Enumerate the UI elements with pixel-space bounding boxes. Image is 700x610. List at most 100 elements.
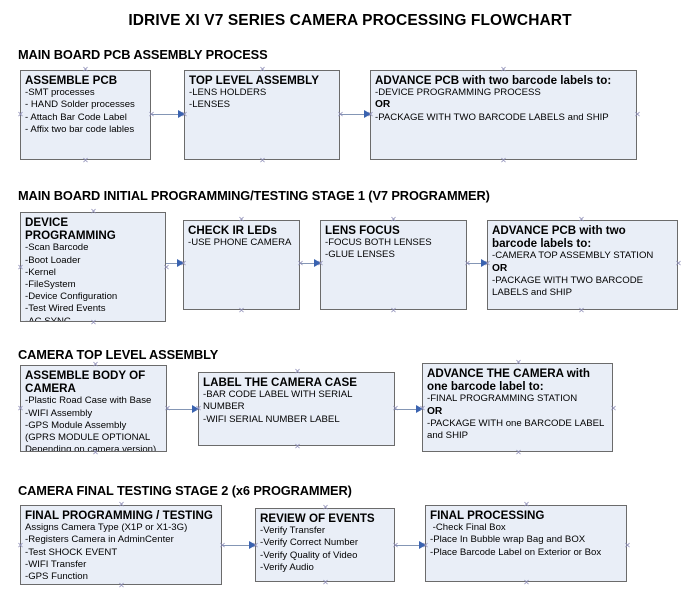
connection-handle-icon[interactable] bbox=[390, 307, 397, 314]
connection-handle-icon[interactable] bbox=[422, 542, 429, 549]
connection-handle-icon[interactable] bbox=[322, 579, 329, 586]
connection-handle-icon[interactable] bbox=[118, 501, 125, 508]
node-line: -BAR CODE LABEL WITH SERIAL NUMBER bbox=[203, 389, 355, 413]
connection-handle-icon[interactable] bbox=[390, 216, 397, 223]
flow-arrow-connector bbox=[222, 541, 256, 550]
connection-handle-icon[interactable] bbox=[392, 405, 399, 412]
process-node-review-of-events[interactable]: REVIEW OF EVENTS-Verify Transfer-Verify … bbox=[255, 508, 395, 582]
node-line: -Verify Quality of Video bbox=[260, 549, 358, 561]
process-node-top-level-assembly[interactable]: TOP LEVEL ASSEMBLY-LENS HOLDERS-LENSES bbox=[184, 70, 340, 160]
connection-handle-icon[interactable] bbox=[219, 542, 226, 549]
connection-handle-icon[interactable] bbox=[17, 264, 24, 271]
connection-handle-icon[interactable] bbox=[294, 368, 301, 375]
connection-handle-icon[interactable] bbox=[294, 443, 301, 450]
node-line: -WIFI Assembly bbox=[25, 407, 93, 419]
connection-handle-icon[interactable] bbox=[297, 260, 304, 267]
node-line: -SD Card Function bbox=[25, 583, 217, 584]
process-node-advance-pcb-with-two-barcode-labels-to[interactable]: ADVANCE PCB with two barcode labels to:-… bbox=[370, 70, 637, 160]
connection-handle-icon[interactable] bbox=[634, 111, 641, 118]
node-line: -GLUE LENSES bbox=[325, 249, 395, 261]
connection-handle-icon[interactable] bbox=[322, 504, 329, 511]
connection-handle-icon[interactable] bbox=[195, 405, 202, 412]
node-line: OR bbox=[375, 99, 391, 111]
connection-handle-icon[interactable] bbox=[82, 66, 89, 73]
connection-handle-icon[interactable] bbox=[17, 405, 24, 412]
flow-arrow-connector bbox=[151, 110, 185, 119]
connection-handle-icon[interactable] bbox=[367, 111, 374, 118]
connection-handle-icon[interactable] bbox=[523, 501, 530, 508]
connection-handle-icon[interactable] bbox=[92, 361, 99, 368]
node-line: -FINAL PROGRAMMING STATION bbox=[427, 393, 578, 405]
connection-handle-icon[interactable] bbox=[90, 319, 97, 326]
process-node-label-the-camera-case[interactable]: LABEL THE CAMERA CASE-BAR CODE LABEL WIT… bbox=[198, 372, 395, 446]
node-line: -Test Wired Events bbox=[25, 303, 106, 315]
process-node-lens-focus[interactable]: LENS FOCUS-FOCUS BOTH LENSES-GLUE LENSES bbox=[320, 220, 467, 310]
connection-handle-icon[interactable] bbox=[180, 260, 187, 267]
connection-handle-icon[interactable] bbox=[675, 260, 682, 267]
connection-handle-icon[interactable] bbox=[500, 66, 507, 73]
node-line: -Check Final Box bbox=[430, 522, 506, 534]
connection-handle-icon[interactable] bbox=[181, 111, 188, 118]
node-title: TOP LEVEL ASSEMBLY bbox=[189, 74, 319, 87]
node-title: FINAL PROCESSING bbox=[430, 509, 545, 522]
node-line: -Place In Bubble wrap Bag and BOX bbox=[430, 534, 586, 546]
node-title: ADVANCE THE CAMERA with one barcode labe… bbox=[427, 367, 594, 394]
flow-arrow-connector bbox=[167, 405, 199, 414]
connection-handle-icon[interactable] bbox=[419, 405, 426, 412]
connection-handle-icon[interactable] bbox=[392, 542, 399, 549]
connection-handle-icon[interactable] bbox=[578, 307, 585, 314]
connection-handle-icon[interactable] bbox=[17, 111, 24, 118]
process-node-assemble-pcb[interactable]: ASSEMBLE PCB-SMT processes- HAND Solder … bbox=[20, 70, 151, 160]
connection-handle-icon[interactable] bbox=[92, 449, 99, 456]
connection-handle-icon[interactable] bbox=[238, 307, 245, 314]
connection-handle-icon[interactable] bbox=[259, 157, 266, 164]
connection-handle-icon[interactable] bbox=[624, 542, 631, 549]
connector-line bbox=[222, 545, 255, 546]
node-title: LENS FOCUS bbox=[325, 224, 400, 237]
node-line: -Verify Correct Number bbox=[260, 537, 359, 549]
connection-handle-icon[interactable] bbox=[164, 405, 171, 412]
connection-handle-icon[interactable] bbox=[515, 359, 522, 366]
node-title: REVIEW OF EVENTS bbox=[260, 512, 375, 525]
process-node-device-programming[interactable]: DEVICE PROGRAMMING-Scan Barcode-Boot Loa… bbox=[20, 212, 166, 322]
node-title: LABEL THE CAMERA CASE bbox=[203, 376, 357, 389]
node-line: -Registers Camera in AdminCenter bbox=[25, 534, 174, 546]
node-line: - HAND Solder processes bbox=[25, 99, 135, 111]
connection-handle-icon[interactable] bbox=[337, 111, 344, 118]
connection-handle-icon[interactable] bbox=[578, 216, 585, 223]
node-line: -Place Barcode Label on Exterior or Box bbox=[430, 546, 602, 558]
connection-handle-icon[interactable] bbox=[523, 579, 530, 586]
connection-handle-icon[interactable] bbox=[17, 542, 24, 549]
node-line: OR bbox=[427, 405, 443, 417]
node-line: (GPRS MODULE OPTIONAL bbox=[25, 432, 151, 444]
connection-handle-icon[interactable] bbox=[118, 582, 125, 589]
process-node-advance-the-camera-with-one-barcode-labe[interactable]: ADVANCE THE CAMERA with one barcode labe… bbox=[422, 363, 613, 452]
process-node-assemble-body-of-camera[interactable]: ASSEMBLE BODY OF CAMERA-Plastic Road Cas… bbox=[20, 365, 167, 452]
flow-arrow-connector bbox=[395, 405, 423, 414]
process-node-check-ir-leds[interactable]: CHECK IR LEDs-USE PHONE CAMERA bbox=[183, 220, 300, 310]
node-title: FINAL PROGRAMMING / TESTING bbox=[25, 509, 213, 522]
node-line: -PACKAGE WITH TWO BARCODE LABELS and SHI… bbox=[492, 274, 646, 299]
node-line: -CAMERA TOP ASSEMBLY STATION bbox=[492, 250, 654, 262]
connection-handle-icon[interactable] bbox=[610, 405, 617, 412]
connection-handle-icon[interactable] bbox=[515, 449, 522, 456]
connection-handle-icon[interactable] bbox=[82, 157, 89, 164]
connection-handle-icon[interactable] bbox=[238, 216, 245, 223]
connection-handle-icon[interactable] bbox=[259, 66, 266, 73]
node-line: - Affix two bar code lables bbox=[25, 123, 135, 135]
node-line: -GPS Module Assembly bbox=[25, 419, 127, 431]
connection-handle-icon[interactable] bbox=[464, 260, 471, 267]
connection-handle-icon[interactable] bbox=[317, 260, 324, 267]
connection-handle-icon[interactable] bbox=[484, 260, 491, 267]
section-heading-main-board-pcb-assembly-process: MAIN BOARD PCB ASSEMBLY PROCESS bbox=[18, 47, 268, 62]
connection-handle-icon[interactable] bbox=[163, 264, 170, 271]
node-line: Depending on camera version) bbox=[25, 444, 157, 452]
process-node-final-processing[interactable]: FINAL PROCESSING -Check Final Box-Place … bbox=[425, 505, 627, 582]
connection-handle-icon[interactable] bbox=[90, 208, 97, 215]
connection-handle-icon[interactable] bbox=[252, 542, 259, 549]
connection-handle-icon[interactable] bbox=[148, 111, 155, 118]
connector-line bbox=[395, 545, 425, 546]
connection-handle-icon[interactable] bbox=[500, 157, 507, 164]
process-node-advance-pcb-with-two-barcode-labels-to[interactable]: ADVANCE PCB with two barcode labels to:-… bbox=[487, 220, 678, 310]
